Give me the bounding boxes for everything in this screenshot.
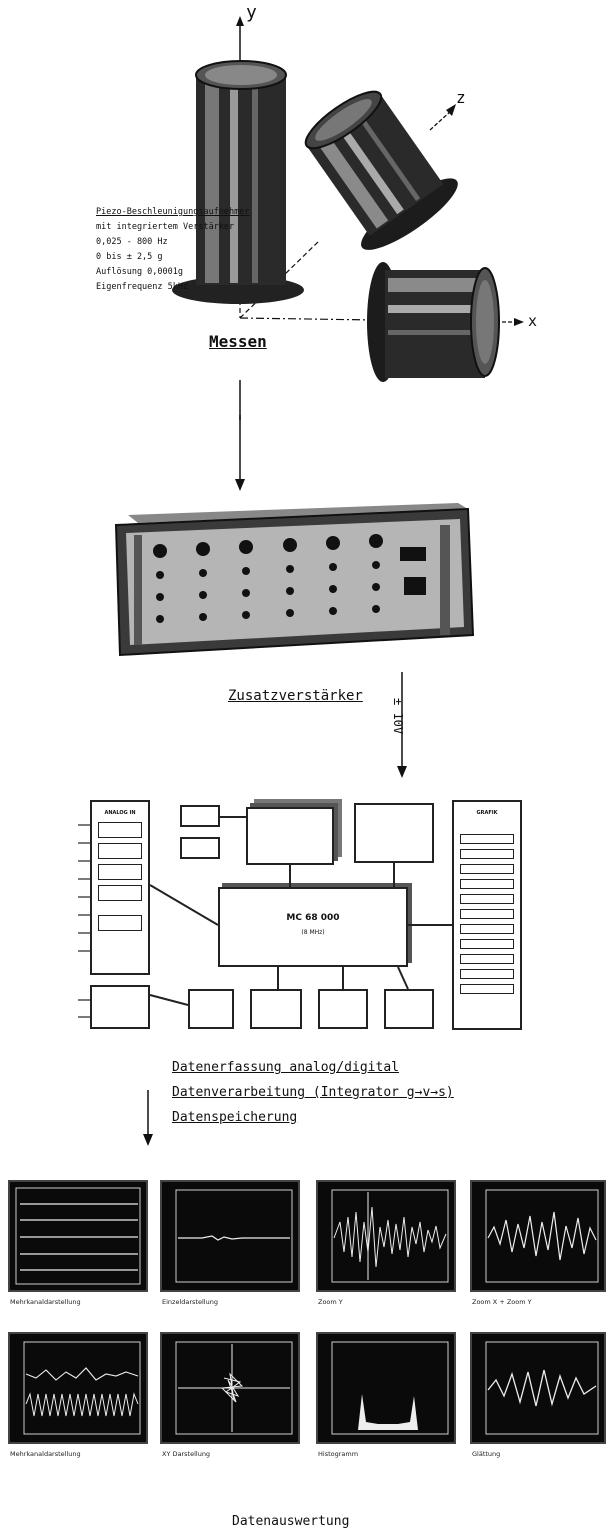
screen-caption: Glättung [472, 1450, 500, 1458]
arrow-down-3 [140, 1090, 160, 1150]
processing-line-2: Datenverarbeitung (Integrator g→v→s) [172, 1085, 454, 1100]
screen-caption: Mehrkanaldarstellung [10, 1450, 81, 1458]
screen-multichannel-2 [8, 1332, 148, 1444]
screen-single [160, 1180, 300, 1292]
screen-caption: Histogramm [318, 1450, 358, 1458]
sensor-spec-line: 0,025 - 800 Hz [96, 235, 250, 250]
sensor-spec-line: 0 bis ± 2,5 g [96, 250, 250, 265]
axis-y-label: y [246, 2, 257, 23]
sensor-spec: Piezo-Beschleunigungsaufnehmer mit integ… [96, 205, 250, 295]
screen-multichannel-1 [8, 1180, 148, 1292]
screen-histogram [316, 1332, 456, 1444]
sensor-spec-line: mit integriertem Verstärker [96, 220, 250, 235]
screen-xy [160, 1332, 300, 1444]
sensor-spec-line: Auflösung 0,0001g [96, 265, 250, 280]
processing-line-3: Datenspeicherung [172, 1110, 297, 1125]
arrow-down-1 [0, 415, 610, 495]
screen-smoothing [470, 1332, 606, 1444]
sensor-x-icon [367, 262, 499, 382]
processing-line-1: Datenerfassung analog/digital [172, 1060, 399, 1075]
sensor-title: Piezo-Beschleunigungsaufnehmer [96, 205, 250, 220]
step-amplifier-label: Zusatzverstärker [228, 688, 363, 704]
amplifier-rack-image [108, 495, 480, 665]
step-measure-label: Messen [209, 332, 267, 351]
screen-caption: Einzeldarstellung [162, 1298, 218, 1306]
screen-caption: XY Darstellung [162, 1450, 210, 1458]
screen-zoom-xy [470, 1180, 606, 1292]
sensor-z-icon [288, 75, 466, 260]
sensor-spec-line: Eigenfrequenz 5kHz [96, 280, 250, 295]
screen-caption: Zoom Y [318, 1298, 343, 1306]
screen-caption: Mehrkanaldarstellung [10, 1298, 81, 1306]
sensor-axes-diagram [0, 0, 610, 420]
footer-label: Datenauswertung [232, 1514, 349, 1529]
axis-x-label: x [528, 312, 537, 330]
screen-caption: Zoom X + Zoom Y [472, 1298, 532, 1306]
screen-zoom-y [316, 1180, 456, 1292]
computer-block-diagram: ANALOG IN MC 68 000 (8 MHz) GRAFIK [78, 795, 538, 1040]
signal-level-label: ± 10V [391, 698, 405, 734]
axis-z-label: z [456, 88, 466, 107]
